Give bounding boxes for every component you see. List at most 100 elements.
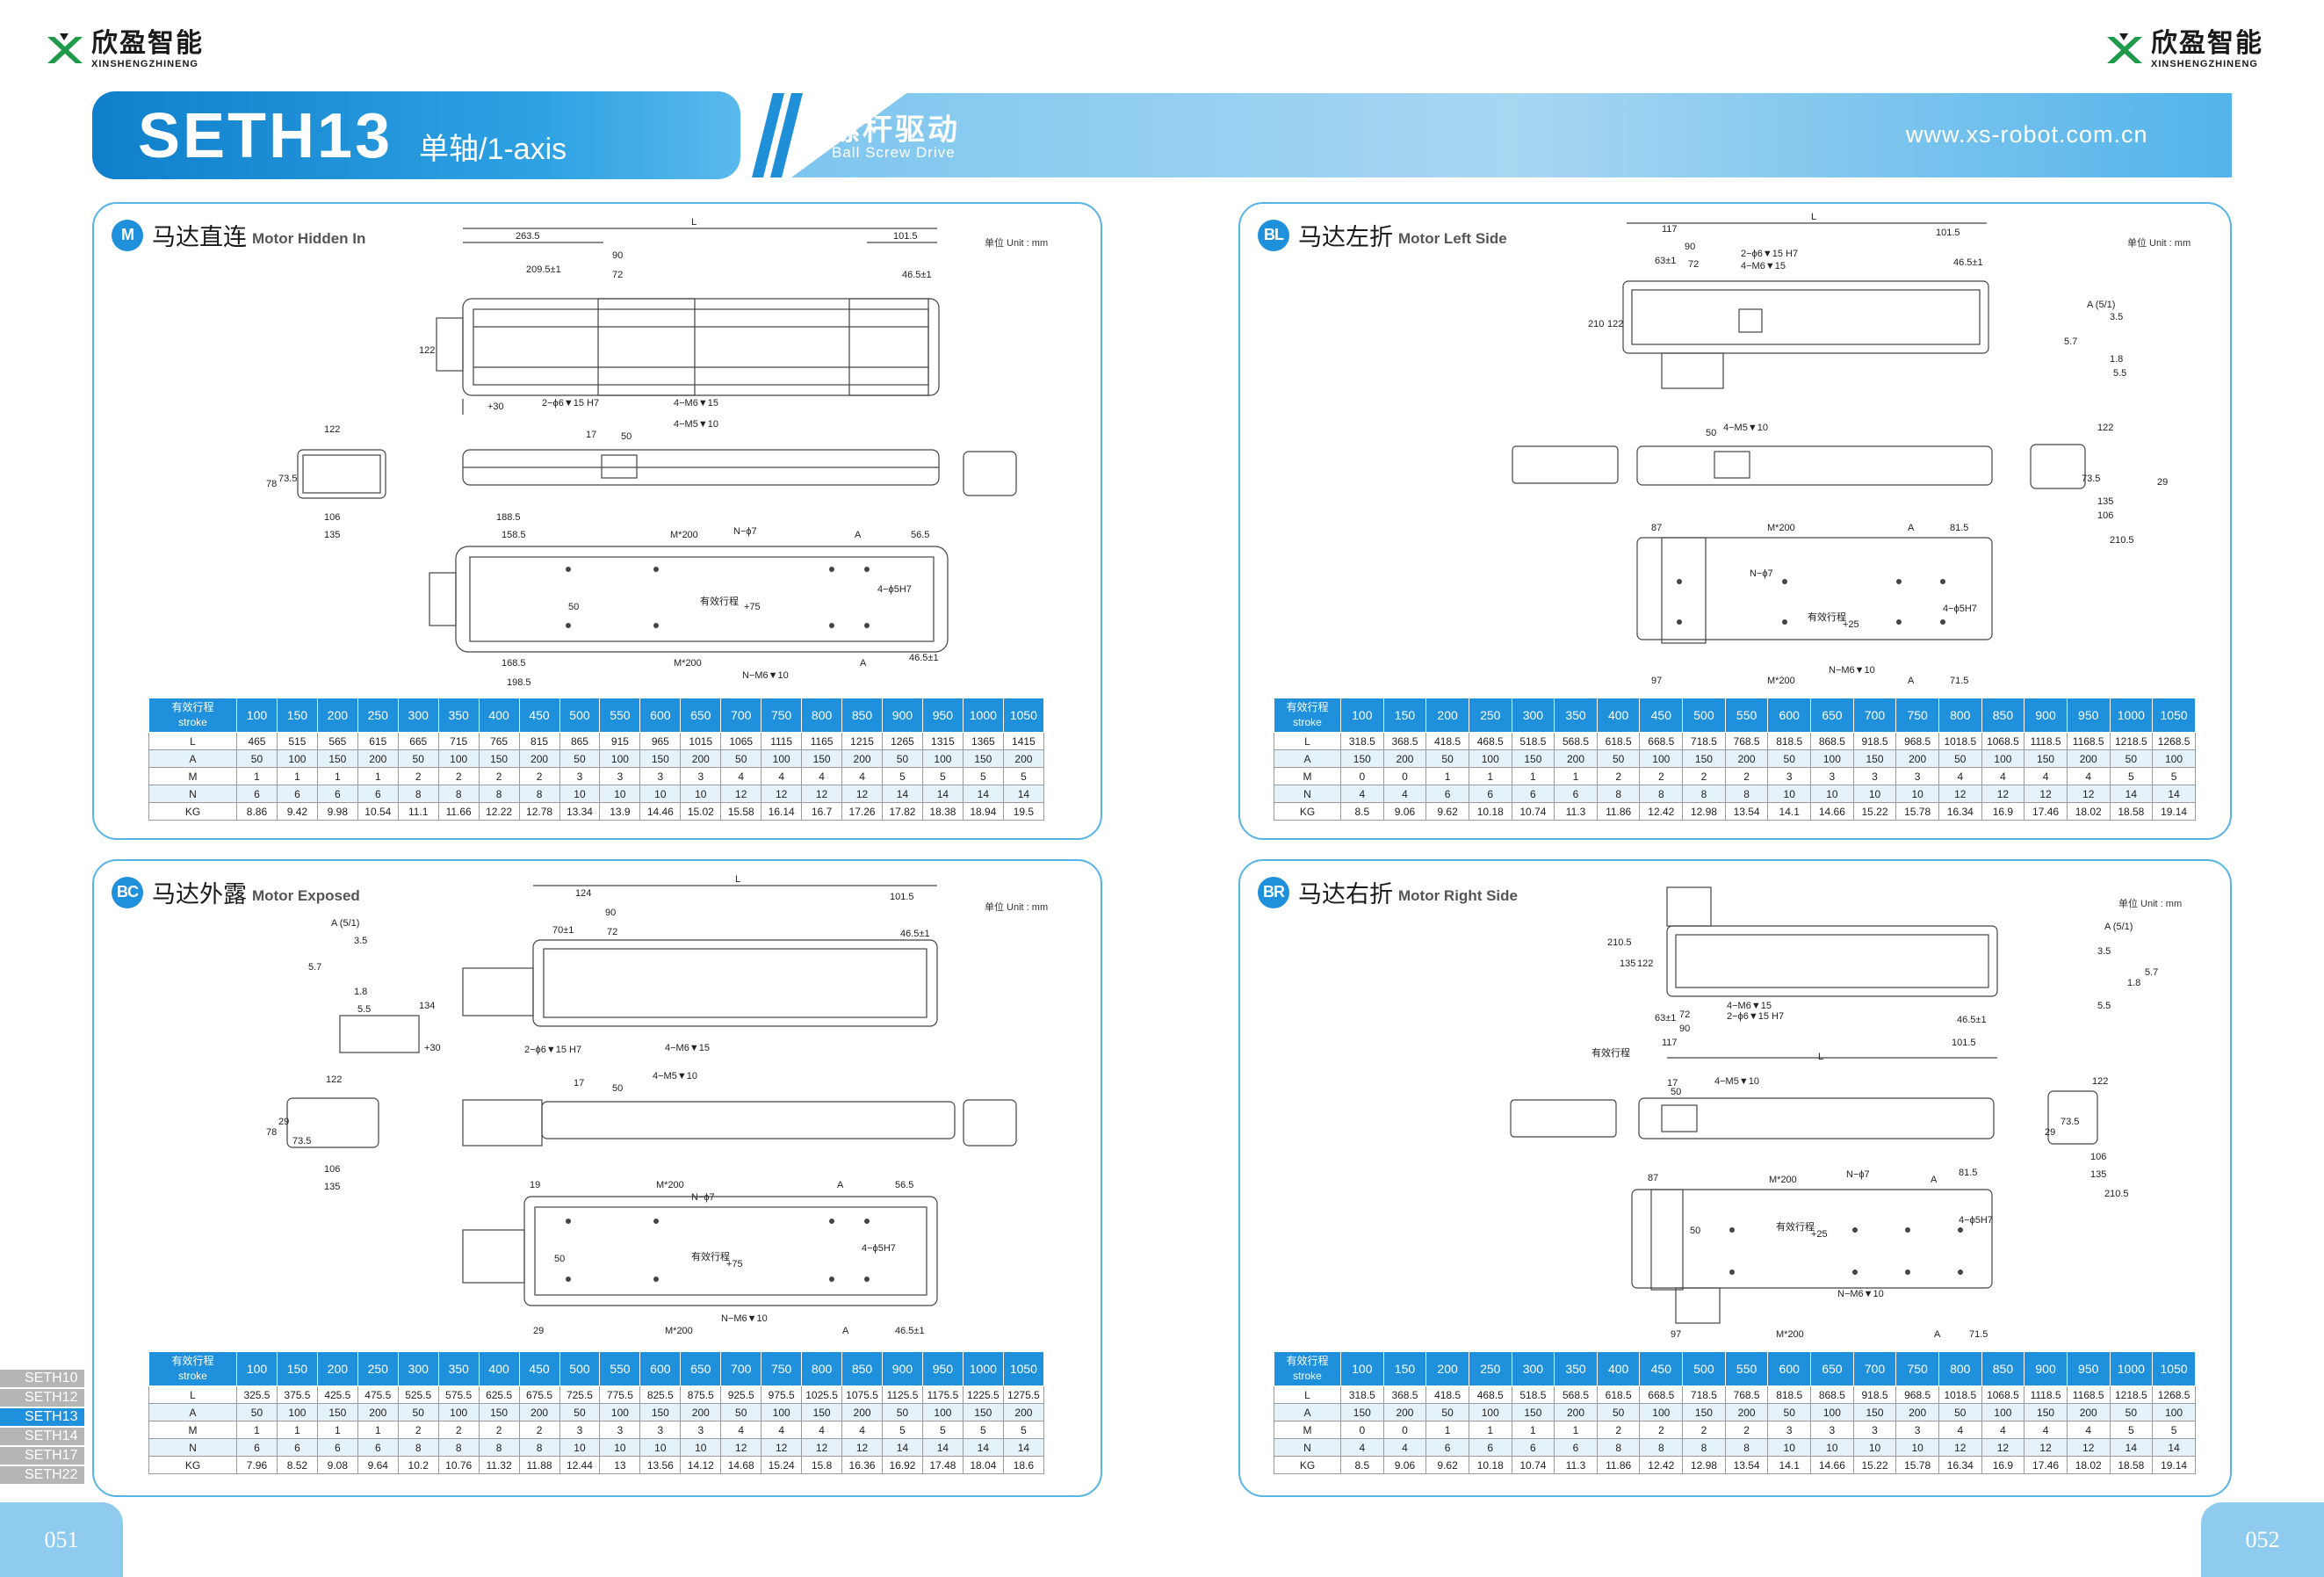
spec-cell: 50	[559, 1403, 601, 1421]
nav-item-seth10[interactable]: SETH10	[0, 1370, 84, 1389]
spec-cell: 17.46	[2024, 802, 2068, 821]
nav-item-seth17[interactable]: SETH17	[0, 1447, 84, 1466]
dim-72: 72	[612, 270, 623, 280]
stroke-column-header: 200	[1425, 1351, 1469, 1386]
spec-cell: 14	[2152, 785, 2196, 803]
stroke-column-header: 250	[1468, 698, 1512, 733]
spec-cell: 5	[921, 767, 964, 785]
spec-cell: 14	[2152, 1438, 2196, 1457]
stroke-column-header: 350	[437, 698, 480, 733]
spec-cell: 1225.5	[962, 1385, 1004, 1404]
spec-cell: 975.5	[761, 1385, 803, 1404]
dim-210: 210	[1588, 319, 1604, 329]
spec-cell: 18.02	[2066, 1456, 2111, 1474]
spec-cell: 8	[1724, 1438, 1769, 1457]
spec-cell: 16.7	[801, 802, 843, 821]
dim-35: 3.5	[354, 936, 367, 946]
spec-cell: 50	[720, 749, 762, 768]
stroke-header-cn: 有效行程	[171, 701, 214, 713]
stroke-column-header: 800	[801, 1351, 843, 1386]
spec-cell: 575.5	[437, 1385, 480, 1404]
panel-motor-left-side: BL 马达左折 Motor Left Side 单位 Unit : mm L 1…	[1238, 202, 2232, 840]
nav-item-seth13[interactable]: SETH13	[0, 1408, 84, 1428]
spec-cell: 100	[437, 1403, 480, 1421]
spec-cell: 150	[1340, 1403, 1384, 1421]
spec-cell: 8.5	[1340, 802, 1384, 821]
spec-cell: 11.32	[478, 1456, 520, 1474]
dim-135b: 135	[2090, 1169, 2106, 1180]
spec-cell: 100	[1639, 1403, 1684, 1421]
spec-cell: 14.12	[680, 1456, 722, 1474]
nav-item-seth12[interactable]: SETH12	[0, 1389, 84, 1408]
spec-cell: 2	[518, 767, 560, 785]
dim-63: 63±1	[1655, 1013, 1676, 1024]
dim-106: 106	[324, 512, 340, 523]
dim-124: 124	[575, 888, 591, 899]
dim-122: 122	[1607, 319, 1623, 329]
spec-cell: 4	[2066, 767, 2111, 785]
spec-cell: 1218.5	[2109, 1385, 2154, 1404]
spec-cell: 13.9	[599, 802, 641, 821]
spec-cell: 1068.5	[1981, 732, 2025, 750]
spec-cell: 1125.5	[882, 1385, 923, 1404]
spec-cell: 18.04	[962, 1456, 1004, 1474]
spec-cell: 968.5	[1895, 1385, 1939, 1404]
drive-type-en: Ball Screw Drive	[832, 144, 956, 161]
spec-cell: 6	[357, 785, 399, 803]
spec-cell: 4	[1938, 1421, 1982, 1439]
spec-cell: 4	[761, 1421, 803, 1439]
spec-cell: 4	[1382, 1438, 1427, 1457]
spec-cell: 50	[236, 1403, 278, 1421]
brand-name-cn: 欣盈智能	[2151, 29, 2263, 58]
spec-cell: 50	[2109, 1403, 2154, 1421]
dim-L: L	[1811, 212, 1816, 222]
spec-cell: 150	[801, 749, 843, 768]
spec-cell: 6	[1425, 785, 1469, 803]
label-pin: 2−ϕ6▼15 H7	[1741, 249, 1798, 259]
spec-cell: 200	[841, 749, 883, 768]
dim-715: 71.5	[1969, 1329, 1988, 1340]
series-nav: SETH10 SETH12 SETH13 SETH14 SETH17 SETH2…	[0, 1370, 84, 1486]
technical-drawing: L 124 101.5 90 70±1 72 46.5±1 134 +30 2−…	[266, 874, 1017, 1336]
spec-cell: 568.5	[1554, 1385, 1598, 1404]
spec-cell: 8	[1682, 785, 1726, 803]
dim-90: 90	[612, 250, 623, 261]
dim-18: 1.8	[354, 987, 367, 997]
spec-cell: 100	[1468, 749, 1512, 768]
stroke-column-header: 600	[639, 698, 682, 733]
nav-item-seth22[interactable]: SETH22	[0, 1466, 84, 1486]
stroke-column-header: 600	[639, 1351, 682, 1386]
spec-cell: 6	[1468, 785, 1512, 803]
stroke-column-header: 400	[478, 1351, 520, 1386]
spec-cell: 1165	[801, 732, 843, 750]
website-url[interactable]: www.xs-robot.com.cn	[1906, 121, 2148, 148]
dim-735: 73.5	[278, 474, 297, 484]
spec-cell: 100	[599, 749, 641, 768]
nav-item-seth14[interactable]: SETH14	[0, 1428, 84, 1447]
panel-title-en: Motor Hidden In	[252, 230, 366, 247]
spec-cell: 6	[357, 1438, 399, 1457]
spec-cell: 10	[1810, 785, 1854, 803]
stroke-column-header: 900	[2024, 698, 2068, 733]
spec-cell: 2	[478, 767, 520, 785]
spec-cell: 12	[801, 1438, 843, 1457]
dim-2105: 210.5	[1607, 937, 1632, 948]
spec-cell: 6	[316, 785, 358, 803]
spec-cell: 100	[1981, 749, 2025, 768]
spec-cell: 1175.5	[921, 1385, 964, 1404]
label-Ab: A	[1908, 676, 1915, 686]
spec-cell: 9.98	[316, 802, 358, 821]
spec-cell: 8	[1639, 785, 1684, 803]
spec-cell: 100	[437, 749, 480, 768]
spec-cell: 8	[437, 1438, 480, 1457]
spec-cell: 50	[1425, 749, 1469, 768]
spec-cell: 1365	[962, 732, 1004, 750]
dim-122b: 122	[324, 424, 340, 435]
spec-row-label: A	[148, 1403, 237, 1421]
dim-19: 19	[530, 1180, 540, 1190]
spec-cell: 19.5	[1002, 802, 1045, 821]
